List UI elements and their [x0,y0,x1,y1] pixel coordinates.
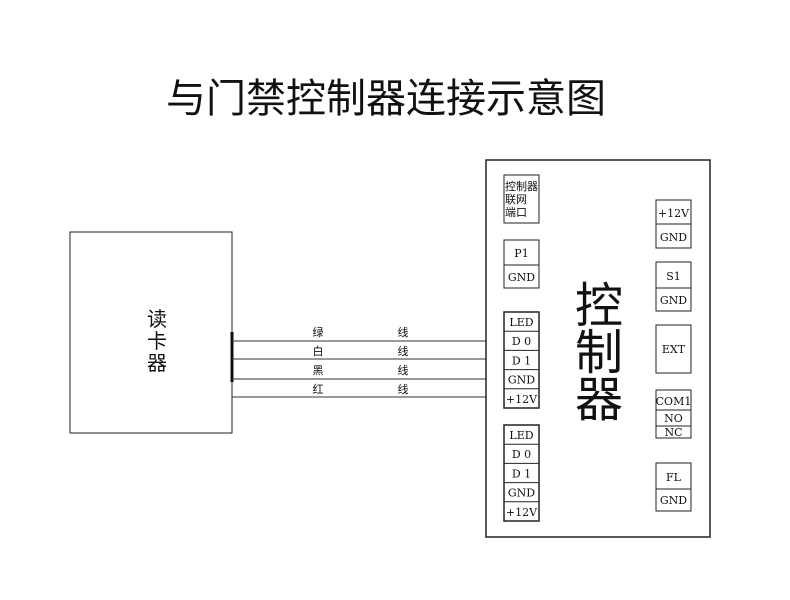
network-port-label: 端口 [505,206,527,219]
terminal-label: GND [508,487,535,500]
wire-label-suffix: 线 [398,363,409,377]
controller-label-2: 制 [575,325,623,381]
terminal-label: S1 [666,270,681,283]
terminal-label: +12V [506,506,538,519]
terminal-label: LED [509,316,533,329]
wire-label-suffix: 线 [398,325,409,339]
terminal-label: GND [660,294,687,307]
network-port-label: 控制器 [505,179,538,193]
ext-block [655,324,692,374]
terminal-label: P1 [514,247,528,260]
terminal-label: D 0 [512,448,531,461]
reader-label-3: 器 [147,351,167,375]
reader1-terminal-block: LED D 0 D 1 GND +12V [503,311,540,409]
terminal-label: GND [508,271,535,284]
controller-label-1: 控 [575,278,623,334]
card-reader: 读 卡 器 [69,231,234,434]
terminal-label: GND [508,374,535,387]
network-port-block [503,174,540,224]
reader-label-2: 卡 [147,329,167,353]
wire-label-color: 白 [313,344,324,358]
wire-label-color: 黑 [313,364,324,377]
terminal-label: D 1 [512,354,531,367]
wire-label-color: 红 [313,383,324,396]
terminal-label: D 0 [512,335,531,348]
wire-label-suffix: 线 [398,382,409,396]
p1-block [503,239,540,289]
s1-block [655,261,692,312]
wire-label-suffix: 线 [398,344,409,358]
relay-block [655,389,692,439]
diagram-title: 与门禁控制器连接示意图 [166,76,606,122]
terminal-block-frame [503,311,540,409]
wire-label-color: 绿 [313,325,324,339]
wires: 绿 线 白 线 黑 线 红 线 [232,325,504,398]
terminal-label: GND [660,231,687,244]
terminal-label: +12V [506,393,538,406]
terminal-label: D 1 [512,467,531,480]
terminal-block-frame [503,424,540,522]
terminal-label: EXT [662,343,686,356]
terminal-label: COM1 [656,395,692,408]
terminal-label: LED [509,429,533,442]
network-port-label: 联网 [505,193,527,206]
fl-block [655,462,692,512]
controller-label-3: 器 [575,372,623,428]
terminal-label: NC [664,426,682,439]
terminal-label: FL [666,471,682,484]
reader2-terminal-block: LED D 0 D 1 GND +12V [503,424,540,522]
terminal-label: GND [660,494,687,507]
terminal-label: +12V [658,207,690,220]
reader-label-1: 读 [147,307,167,331]
terminal-label: NO [664,412,683,425]
card-reader-box [69,231,233,434]
